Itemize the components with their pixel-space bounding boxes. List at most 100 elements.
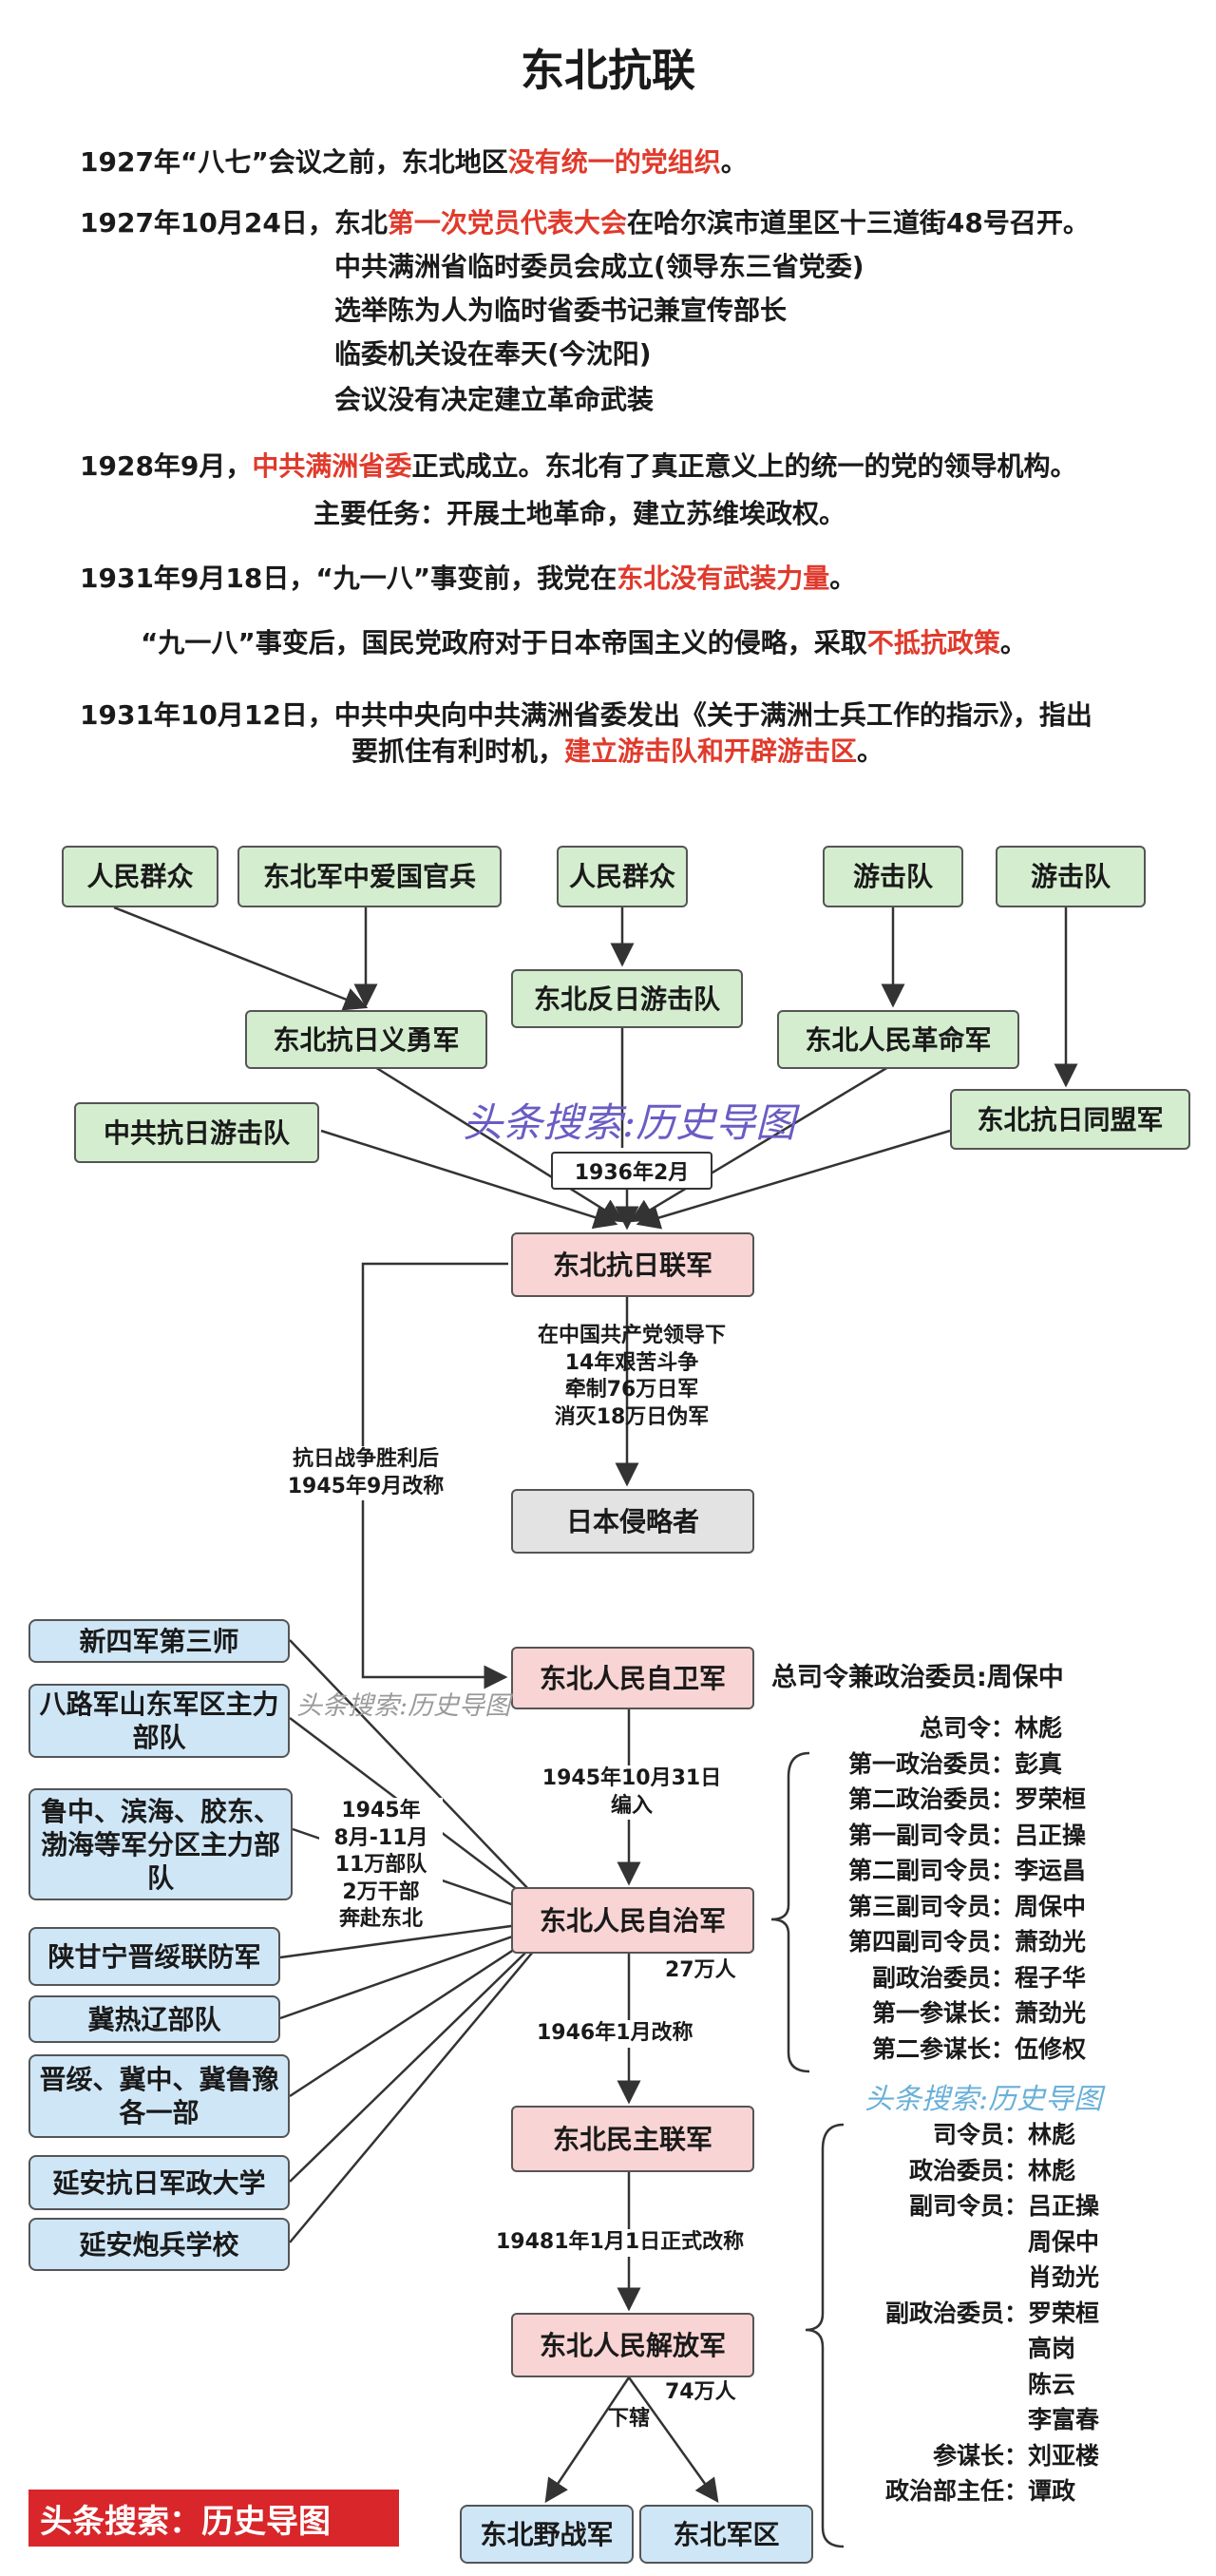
rename-note-1945: 抗日战争胜利后 1945年9月改称	[271, 1446, 461, 1501]
leaders-table-2: 司令员：林彪政治委员：林彪副司令员：吕正操周保中肖劲光副政治委员：罗荣桓高岗陈云…	[847, 2117, 1099, 2509]
intro-line: 会议没有决定建立革命武装	[334, 384, 654, 416]
leader-name: 高岗	[1028, 2335, 1076, 2362]
intro-line: 中共满洲省临时委员会成立(领导东三省党委)	[334, 251, 864, 283]
box-patriotic-soldiers: 东北军中爱国官兵	[238, 846, 502, 907]
watermark-right: 头条搜索:历史导图	[864, 2083, 1103, 2116]
leaders-table-1: 总司令：林彪第一政治委员：彭真第二政治委员：罗荣桓第一副司令员：吕正操第二副司令…	[815, 1710, 1086, 2067]
watermark-main: 头条搜索:历史导图	[463, 1099, 796, 1146]
year-label-1936: 1936年2月	[551, 1152, 712, 1190]
box-military-region: 东北军区	[639, 2505, 813, 2564]
leader-name: 周保中	[1028, 2227, 1100, 2256]
text-span: 会议没有决定建立革命武装	[334, 384, 655, 415]
leader-row: 司令员：林彪	[847, 2117, 1099, 2153]
leader-role	[847, 2260, 1028, 2296]
highlight-text: 不抵抗政策	[866, 627, 1000, 658]
unit-shaanganning: 陕甘宁晋绥联防军	[28, 1927, 280, 1986]
note-line: 在中国共产党领导下	[537, 1324, 726, 1347]
subordinate-label: 下辖	[608, 2407, 651, 2431]
text-span: 正式成立。东北有了真正意义上的统一的党的领导机构。	[411, 450, 1077, 482]
note-line: 1945年9月改称	[287, 1474, 445, 1498]
note-line: 1945年	[341, 1799, 421, 1822]
leader-role: 副司令员：	[908, 2192, 1028, 2220]
text-span: 。	[720, 146, 748, 178]
leader-row: 第一副司令员：吕正操	[815, 1818, 1086, 1854]
leader-name: 肖劲光	[1028, 2263, 1100, 2291]
highlight-text: 东北没有武装力量	[617, 563, 830, 594]
leader-row: 第一政治委员：彭真	[815, 1746, 1086, 1783]
note-line: 牵制76万日军	[564, 1378, 699, 1402]
rename-1946: 1946年1月改称	[537, 2020, 694, 2048]
intro-line: “九一八”事变后，国民党政府对于日本帝国主义的侵略，采取不抵抗政策。	[141, 627, 1027, 659]
leader-role	[847, 2402, 1028, 2438]
leader-name: 吕正操	[1028, 2192, 1100, 2220]
leader-role: 副政治委员：	[884, 2299, 1028, 2327]
text-span: “九一八”事变后，国民党政府对于日本帝国主义的侵略，采取	[141, 627, 867, 658]
leader-row: 第三副司令员：周保中	[815, 1889, 1086, 1925]
leader-row: 总司令：林彪	[815, 1710, 1086, 1746]
highlight-text: 中共满洲省委	[252, 450, 412, 482]
intro-line: 要抓住有利时机，建立游击队和开辟游击区。	[352, 735, 884, 768]
box-autonomous-army: 东北人民自治军	[511, 1887, 754, 1954]
leader-role: 参谋长：	[932, 2441, 1028, 2470]
leader-role: 副政治委员：	[871, 1963, 1015, 1992]
leader-role: 第一政治委员：	[847, 1749, 1015, 1778]
leader-role: 第一参谋长：	[871, 1999, 1015, 2027]
leader-name: 李富春	[1028, 2406, 1100, 2433]
intro-line: 1928年9月，中共满洲省委正式成立。东北有了真正意义上的统一的党的领导机构。	[80, 450, 1076, 483]
text-span: 临委机关设在奉天(今沈阳)	[334, 338, 652, 370]
leader-row: 第二参谋长：伍修权	[815, 2032, 1086, 2068]
leader-role: 政治部主任：	[884, 2477, 1028, 2505]
watermark-banner: 头条搜索：历史导图	[28, 2490, 399, 2547]
text-span: 。	[857, 735, 884, 767]
leader-name: 林彪	[1028, 2156, 1076, 2185]
leader-role: 第二政治委员：	[847, 1785, 1015, 1813]
highlight-text: 没有统一的党组织	[507, 146, 721, 178]
page-title: 东北抗联	[521, 45, 695, 96]
box-democratic-army: 东北民主联军	[511, 2106, 754, 2172]
highlight-text: 第一次党员代表大会	[387, 207, 627, 239]
unit-jinsui-jizhong: 晋绥、冀中、冀鲁豫各一部	[28, 2054, 290, 2138]
rename-1948: 19481年1月1日正式改称	[496, 2229, 745, 2257]
box-japanese-invaders: 日本侵略者	[511, 1489, 754, 1554]
box-volunteer-army: 东北抗日义勇军	[245, 1010, 487, 1069]
leader-role: 总司令：	[919, 1714, 1015, 1742]
intro-line: 临委机关设在奉天(今沈阳)	[334, 338, 652, 371]
liberation-size: 74万人	[665, 2380, 736, 2404]
box-people-2: 人民群众	[557, 846, 688, 907]
text-span: 1931年10月12日，中共中央向中共满洲省委发出《关于满洲士兵工作的指示》，指…	[80, 699, 1092, 731]
intro-line: 1931年10月12日，中共中央向中共满洲省委发出《关于满洲士兵工作的指示》，指…	[80, 699, 1092, 732]
box-ccp-guerrilla: 中共抗日游击队	[74, 1102, 319, 1163]
text-span: 主要任务：开展土地革命，建立苏维埃政权。	[314, 498, 846, 529]
reorg-note: 1945年10月31日 编入	[532, 1765, 732, 1821]
leader-row: 周保中	[847, 2224, 1099, 2261]
box-field-army: 东北野战军	[460, 2505, 634, 2564]
leader-name: 萧劲光	[1015, 1928, 1087, 1956]
leader-name: 林彪	[1028, 2121, 1076, 2148]
box-alliance-army: 东北抗日同盟军	[950, 1089, 1190, 1150]
leader-name: 罗荣桓	[1028, 2299, 1100, 2327]
text-span: 。	[829, 563, 857, 594]
leader-role	[847, 2367, 1028, 2403]
units-note: 1945年 8月-11月 11万部队 2万干部 奔赴东北	[319, 1798, 443, 1934]
leader-role: 第三副司令员：	[847, 1892, 1015, 1920]
leader-role: 司令员：	[932, 2121, 1028, 2148]
unit-jirelio: 冀热辽部队	[28, 1995, 280, 2043]
leader-name: 伍修权	[1015, 2034, 1087, 2063]
intro-line: 1927年“八七”会议之前，东北地区没有统一的党组织。	[80, 146, 748, 179]
intro-line: 选举陈为人为临时省委书记兼宣传部长	[334, 295, 787, 327]
note-line: 编入	[610, 1793, 653, 1818]
leader-name: 萧劲光	[1015, 1999, 1087, 2027]
box-guerrilla-1: 游击队	[823, 846, 963, 907]
leader-name: 谭政	[1028, 2477, 1076, 2505]
leader-row: 参谋长：刘亚楼	[847, 2438, 1099, 2474]
note-line: 1945年10月31日	[542, 1766, 722, 1790]
leader-row: 陈云	[847, 2367, 1099, 2403]
note-line: 11万部队	[334, 1853, 428, 1878]
watermark-small: 头条搜索:历史导图	[296, 1691, 511, 1721]
leader-row: 第二政治委员：罗荣桓	[815, 1782, 1086, 1818]
commander-note: 总司令兼政治委员:周保中	[771, 1663, 1064, 1692]
leader-role	[847, 2224, 1028, 2261]
box-people-1: 人民群众	[62, 846, 218, 907]
leader-row: 副政治委员：罗荣桓	[847, 2296, 1099, 2332]
leader-row: 副司令员：吕正操	[847, 2188, 1099, 2224]
